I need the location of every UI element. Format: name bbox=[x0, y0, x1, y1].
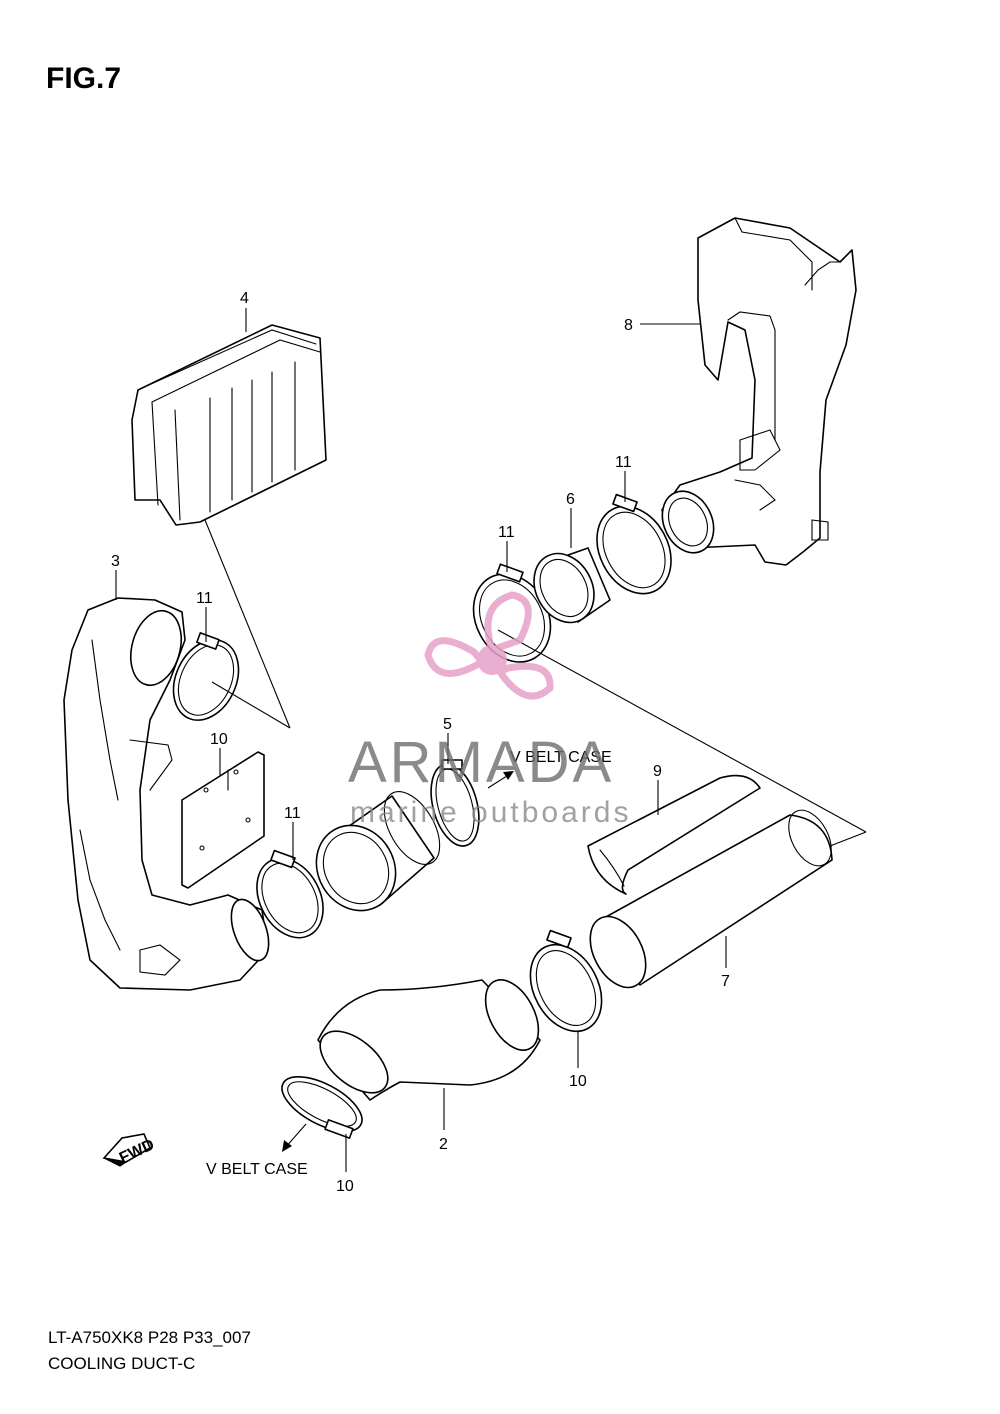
callout-6: 6 bbox=[566, 491, 575, 508]
part-3-lower-duct[interactable] bbox=[63, 597, 276, 991]
v-belt-case-label-top: V BELT CASE bbox=[510, 749, 612, 766]
callout-9: 9 bbox=[653, 763, 662, 780]
callout-10-lower: 10 bbox=[336, 1178, 354, 1195]
assembly-lines bbox=[204, 519, 867, 847]
v-belt-arrow-top bbox=[487, 771, 514, 789]
part-9-half-pipe[interactable] bbox=[587, 774, 761, 895]
figure-title: FIG.7 bbox=[46, 62, 122, 95]
part-7-pipe[interactable] bbox=[579, 803, 840, 997]
callout-5: 5 bbox=[443, 716, 452, 733]
callout-3: 3 bbox=[111, 553, 120, 570]
callout-7: 7 bbox=[721, 973, 730, 990]
callout-10-plate: 10 bbox=[210, 731, 228, 748]
callout-11-left: 11 bbox=[196, 590, 213, 607]
propeller-icon bbox=[424, 591, 554, 700]
watermark-subtitle: marine outboards bbox=[350, 796, 631, 829]
v-belt-arrow-bottom bbox=[282, 1123, 307, 1152]
v-belt-case-label-bottom: V BELT CASE bbox=[206, 1161, 308, 1178]
callout-8: 8 bbox=[624, 317, 633, 334]
part-11-clamp-middle[interactable] bbox=[244, 847, 336, 949]
part-10-clamp-right[interactable] bbox=[516, 929, 616, 1044]
watermark: ARMADA marine outboards bbox=[348, 591, 631, 829]
middle-sleeve[interactable] bbox=[301, 782, 451, 925]
callout-2: 2 bbox=[439, 1136, 448, 1153]
part-11-clamp-left[interactable] bbox=[161, 629, 251, 730]
callout-10-right: 10 bbox=[569, 1073, 587, 1090]
callout-4: 4 bbox=[240, 290, 249, 307]
part-10-gasket-plate[interactable] bbox=[181, 751, 265, 889]
callout-11-right: 11 bbox=[615, 454, 632, 471]
part-10-clamp-lower[interactable] bbox=[274, 1066, 370, 1143]
figure-code: LT-A750XK8 P28 P33_007 bbox=[48, 1328, 251, 1347]
figure-caption: COOLING DUCT-C bbox=[48, 1354, 196, 1373]
part-5-clamp[interactable] bbox=[423, 759, 487, 852]
part-6-sleeve[interactable] bbox=[522, 543, 611, 633]
fwd-arrow-icon: FWD bbox=[102, 1133, 157, 1167]
callout-11-middle: 11 bbox=[284, 805, 301, 822]
part-11-clamp-right[interactable] bbox=[582, 493, 685, 606]
part-2-elbow[interactable] bbox=[309, 971, 549, 1104]
leader-lines bbox=[115, 308, 727, 1172]
part-4-filter-box[interactable] bbox=[131, 324, 327, 526]
part-8-upper-duct[interactable] bbox=[653, 217, 857, 566]
watermark-name: ARMADA bbox=[348, 730, 614, 795]
callout-11-upper: 11 bbox=[498, 524, 515, 541]
